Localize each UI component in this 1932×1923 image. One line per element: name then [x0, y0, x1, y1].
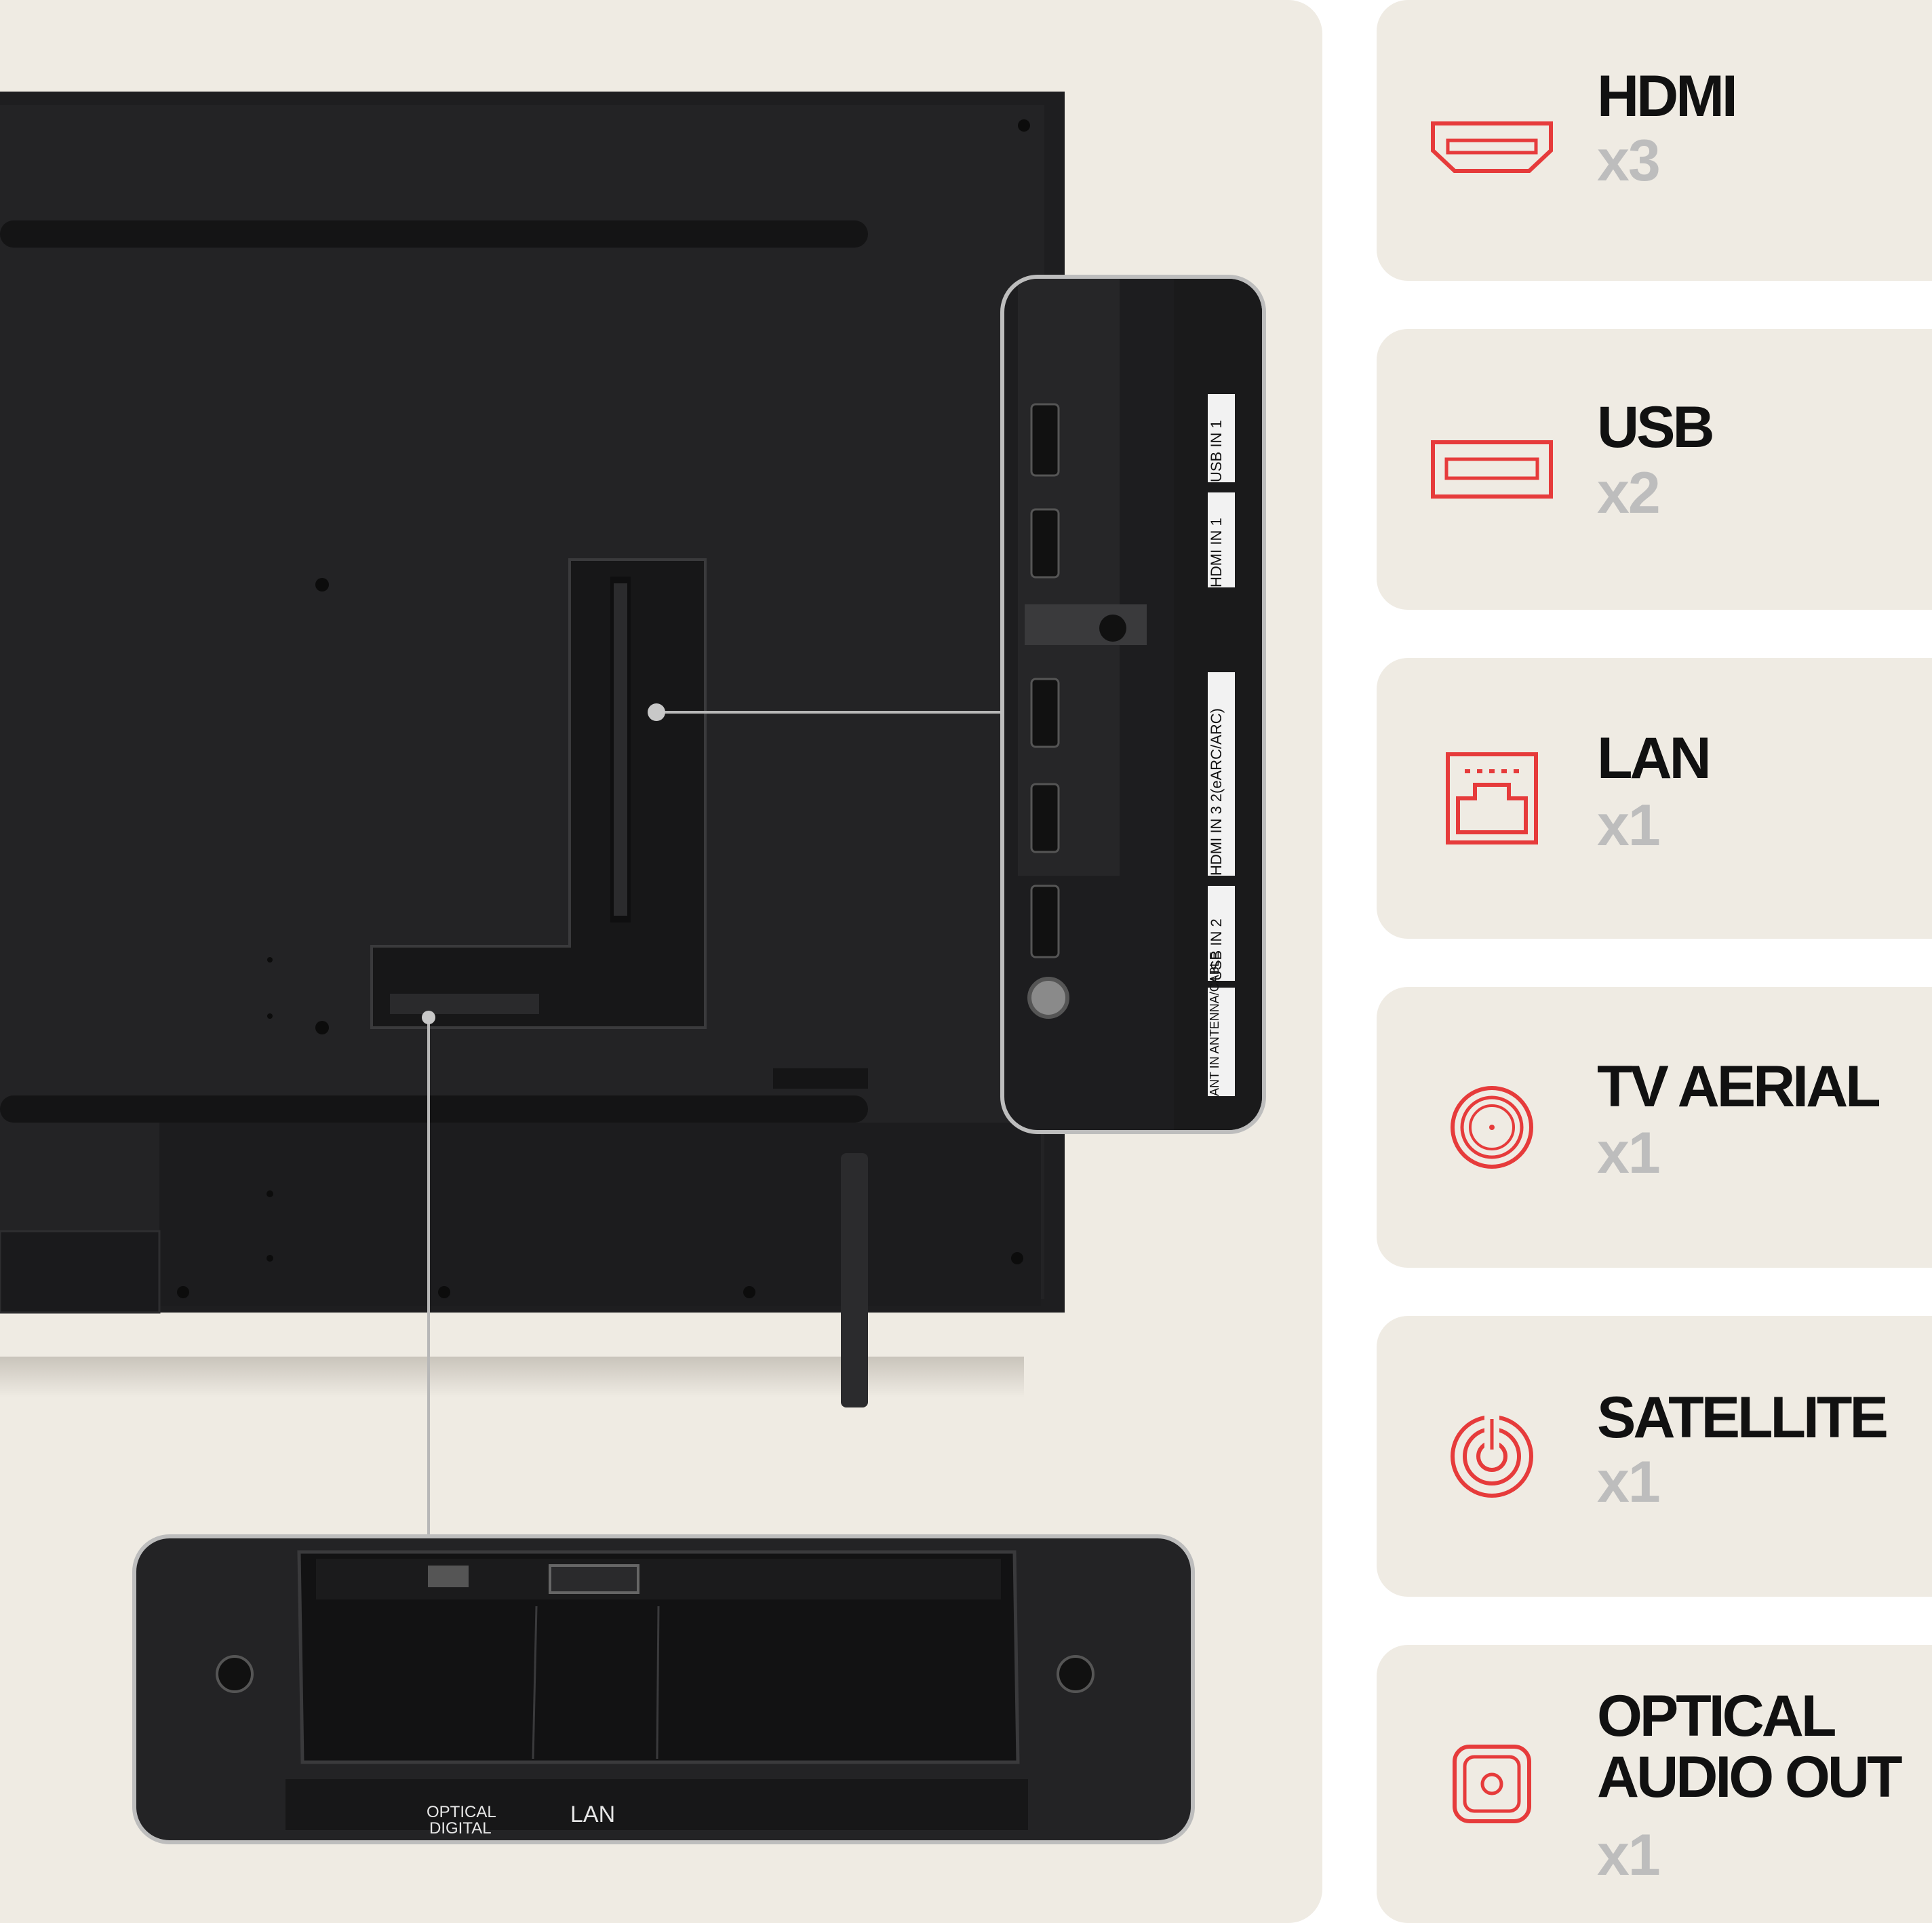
- usb-in-1-label: USB IN 1: [1208, 420, 1225, 482]
- aerial-icon: [1451, 1086, 1533, 1169]
- optical-digital-label-2: DIGITAL: [429, 1819, 492, 1838]
- side-ports-zoom: USB IN 1 HDMI IN 1 HDMI IN 3 2(eARC/ARC)…: [1000, 275, 1266, 1134]
- usb-icon: [1431, 440, 1553, 499]
- product-image-panel: USB IN 1 HDMI IN 1 HDMI IN 3 2(eARC/ARC)…: [0, 0, 1322, 1923]
- side-ports-art: [1018, 279, 1262, 1130]
- port-card-hdmi: HDMI x3: [1377, 0, 1932, 281]
- port-name: HDMI: [1597, 64, 1738, 129]
- port-card-tv-aerial: TV AERIAL x1: [1377, 987, 1932, 1268]
- satellite-icon: [1451, 1412, 1533, 1498]
- port-card-usb: USB x2: [1377, 329, 1932, 610]
- port-card-lan: LAN x1: [1377, 658, 1932, 939]
- port-count: x1: [1597, 1450, 1661, 1515]
- hdmi-in-2-3-label: HDMI IN 3 2(eARC/ARC): [1208, 708, 1225, 876]
- port-count: x1: [1597, 793, 1661, 858]
- port-name: TV AERIAL: [1597, 1054, 1881, 1119]
- lan-port-label: LAN: [570, 1802, 616, 1827]
- bottom-ports-zoom: OPTICAL DIGITAL LAN: [132, 1534, 1195, 1844]
- port-name: LAN: [1597, 726, 1712, 791]
- port-count: x1: [1597, 1823, 1661, 1888]
- port-name: OPTICAL AUDIO OUT: [1597, 1684, 1903, 1810]
- port-card-optical: OPTICAL AUDIO OUT x1: [1377, 1645, 1932, 1923]
- antenna-in-label: ANT IN ANTENNA/CABLE: [1208, 952, 1221, 1096]
- port-name: SATELLITE: [1597, 1385, 1889, 1450]
- lan-icon: [1446, 752, 1538, 844]
- bottom-ports-art: [216, 1550, 1095, 1830]
- port-count: x2: [1597, 461, 1661, 526]
- port-name: USB: [1597, 395, 1715, 460]
- hdmi-in-1-label: HDMI IN 1: [1208, 518, 1225, 587]
- tv-rear-illustration: [0, 92, 1065, 1534]
- port-count: x1: [1597, 1121, 1661, 1186]
- port-card-satellite: SATELLITE x1: [1377, 1316, 1932, 1597]
- hdmi-icon: [1431, 121, 1553, 173]
- port-count: x3: [1597, 128, 1661, 193]
- optical-digital-label-1: OPTICAL: [427, 1803, 496, 1821]
- optical-icon: [1453, 1745, 1531, 1823]
